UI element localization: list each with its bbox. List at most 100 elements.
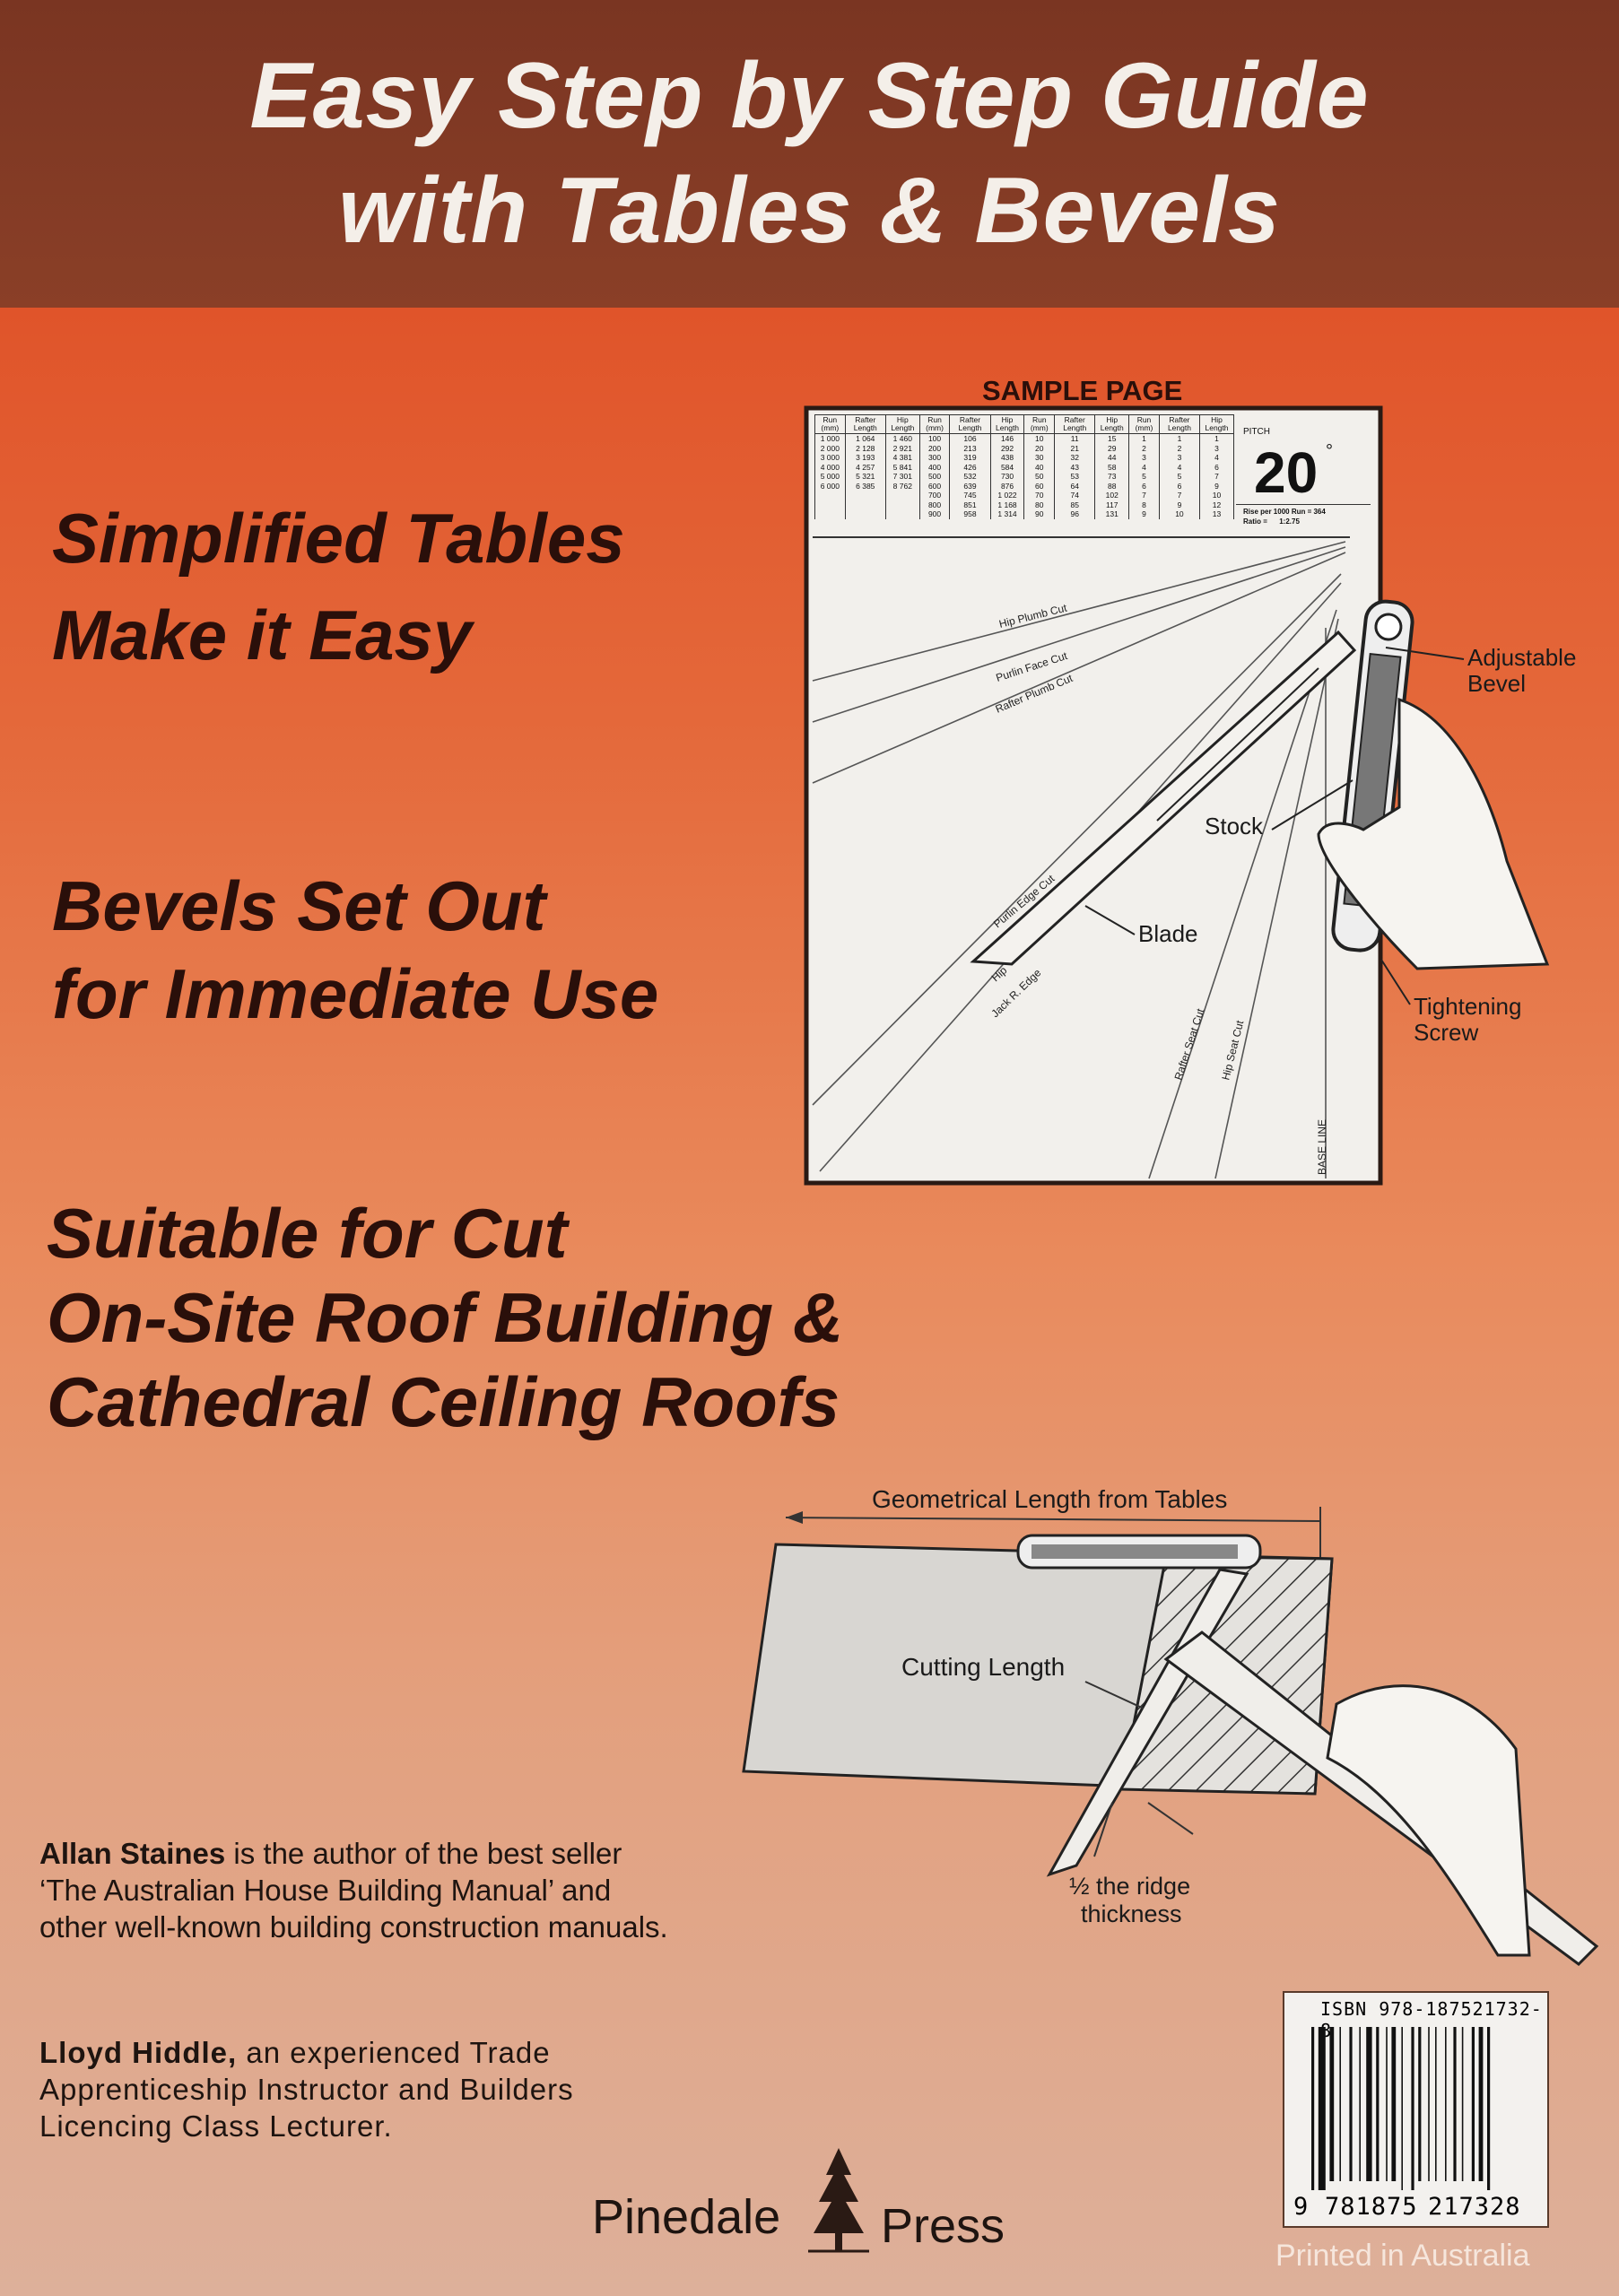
author-bio: an experienced Trade Apprenticeship Inst… bbox=[39, 2036, 574, 2143]
author-bio: is the author of the best seller ‘The Au… bbox=[39, 1837, 668, 1944]
barcode-bars bbox=[1311, 2027, 1491, 2190]
table-cell: 4 000 bbox=[814, 462, 846, 472]
table-cell: 5 bbox=[1128, 472, 1160, 482]
heading-roof-building: On-Site Roof Building & bbox=[47, 1278, 844, 1357]
table-cell: 200 bbox=[918, 443, 951, 453]
label-ridge-2: thickness bbox=[1081, 1900, 1182, 1927]
table-cell: 319 bbox=[949, 453, 991, 463]
barcode-bar bbox=[1349, 2027, 1353, 2181]
pitch-label: PITCH bbox=[1243, 427, 1270, 437]
table-cell: 70 bbox=[1023, 491, 1056, 500]
table-cell: 30 bbox=[1023, 453, 1056, 463]
table-cell bbox=[844, 491, 886, 500]
table-cell: 584 bbox=[989, 462, 1025, 472]
table-cell: 3 bbox=[1128, 453, 1160, 463]
table-cell bbox=[844, 509, 886, 519]
table-header: Rafter Length bbox=[1158, 414, 1201, 434]
table-cell: 3 bbox=[1199, 443, 1234, 453]
barcode-bar bbox=[1471, 2027, 1475, 2181]
table-cell: 12 bbox=[1199, 500, 1234, 509]
table-cell: 1 000 bbox=[814, 433, 846, 444]
table-cell: 3 000 bbox=[814, 453, 846, 463]
table-cell: 5 bbox=[1158, 472, 1201, 482]
table-cell: 40 bbox=[1023, 462, 1056, 472]
barcode-bar bbox=[1428, 2027, 1430, 2181]
label-ridge-1: ½ the ridge bbox=[1069, 1873, 1190, 1900]
heading-bevels-set-out: Bevels Set Out bbox=[52, 866, 546, 945]
label-geometrical-length: Geometrical Length from Tables bbox=[872, 1485, 1227, 1513]
bevel-lines bbox=[812, 541, 1346, 1179]
table-header: Hip Length bbox=[1199, 414, 1234, 434]
table-cell: 400 bbox=[918, 462, 951, 472]
table-cell: 102 bbox=[1094, 491, 1130, 500]
table-cell: 639 bbox=[949, 481, 991, 491]
heading-cathedral: Cathedral Ceiling Roofs bbox=[47, 1362, 840, 1441]
barcode-bar bbox=[1386, 2027, 1388, 2181]
table-cell: 2 128 bbox=[844, 443, 886, 453]
table-cell: 8 bbox=[1128, 500, 1160, 509]
table-cell: 44 bbox=[1094, 453, 1130, 463]
label-rafter-seat-cut: Rafter Seat Cut bbox=[1172, 1006, 1207, 1082]
pitch-panel: PITCH 20 ° Rise per 1000 Run = 364 Ratio… bbox=[1236, 418, 1371, 529]
barcode-bar bbox=[1445, 2027, 1447, 2181]
table-cell: 876 bbox=[989, 481, 1025, 491]
heading-make-it-easy: Make it Easy bbox=[52, 596, 473, 674]
publisher-name-left: Pinedale bbox=[592, 2190, 780, 2244]
table-header: Hip Length bbox=[989, 414, 1025, 434]
table-cell: 146 bbox=[989, 433, 1025, 444]
table-cell: 1 314 bbox=[989, 509, 1025, 519]
table-cell: 8 762 bbox=[884, 481, 920, 491]
purlin-face-line bbox=[812, 546, 1346, 723]
table-cell: 1 460 bbox=[884, 433, 920, 444]
table-cell bbox=[814, 491, 846, 500]
isbn-digits-b: 217328 bbox=[1428, 2193, 1521, 2221]
table-cell: 2 921 bbox=[884, 443, 920, 453]
label-base-line: BASE LINE bbox=[1316, 1119, 1328, 1175]
author-name: Lloyd Hiddle, bbox=[39, 2036, 238, 2069]
table-cell: 3 193 bbox=[844, 453, 886, 463]
author-lloyd-hiddle: Lloyd Hiddle, an experienced Trade Appre… bbox=[39, 2034, 685, 2144]
author-allan-staines: Allan Staines is the author of the best … bbox=[39, 1835, 685, 1945]
bevel-stock-lower bbox=[1016, 1534, 1262, 1570]
table-cell: 300 bbox=[918, 453, 951, 463]
board-end-hatched bbox=[1119, 1554, 1334, 1796]
table-cell: 1 022 bbox=[989, 491, 1025, 500]
cover-title-line1: Easy Step by Step Guide bbox=[249, 44, 1370, 148]
table-header: Run (mm) bbox=[1128, 414, 1160, 434]
blade-slot bbox=[1156, 667, 1319, 822]
table-cell: 60 bbox=[1023, 481, 1056, 491]
table-cell: 7 bbox=[1158, 491, 1201, 500]
table-cell: 4 bbox=[1158, 462, 1201, 472]
table-cell: 600 bbox=[918, 481, 951, 491]
bevel-line-labels: Hip Plumb Cut Purlin Face Cut Rafter Plu… bbox=[988, 601, 1328, 1175]
table-cell bbox=[814, 500, 846, 509]
table-cell: 90 bbox=[1023, 509, 1056, 519]
printed-in-australia: Printed in Australia bbox=[1275, 2239, 1530, 2273]
rise-text: Rise per 1000 Run = 364 bbox=[1243, 508, 1326, 516]
callout-stock: Stock bbox=[1205, 813, 1264, 839]
table-cell: 6 bbox=[1158, 481, 1201, 491]
hip-line bbox=[812, 573, 1342, 1106]
table-cell: 800 bbox=[918, 500, 951, 509]
barcode-bar bbox=[1487, 2027, 1491, 2190]
label-hip-seat-cut: Hip Seat Cut bbox=[1219, 1019, 1246, 1082]
table-cell: 4 bbox=[1199, 453, 1234, 463]
table-cell: 2 bbox=[1128, 443, 1160, 453]
label-cutting-length: Cutting Length bbox=[901, 1653, 1065, 1681]
table-cell: 958 bbox=[949, 509, 991, 519]
table-cell: 2 000 bbox=[814, 443, 846, 453]
table-cell: 9 bbox=[1158, 500, 1201, 509]
table-cell bbox=[844, 500, 886, 509]
bevel-blade-lower bbox=[1046, 1568, 1249, 1877]
table-header: Rafter Length bbox=[949, 414, 991, 434]
barcode-bar bbox=[1401, 2027, 1403, 2190]
table-cell: 1 bbox=[1158, 433, 1201, 444]
table-cell: 85 bbox=[1054, 500, 1096, 509]
